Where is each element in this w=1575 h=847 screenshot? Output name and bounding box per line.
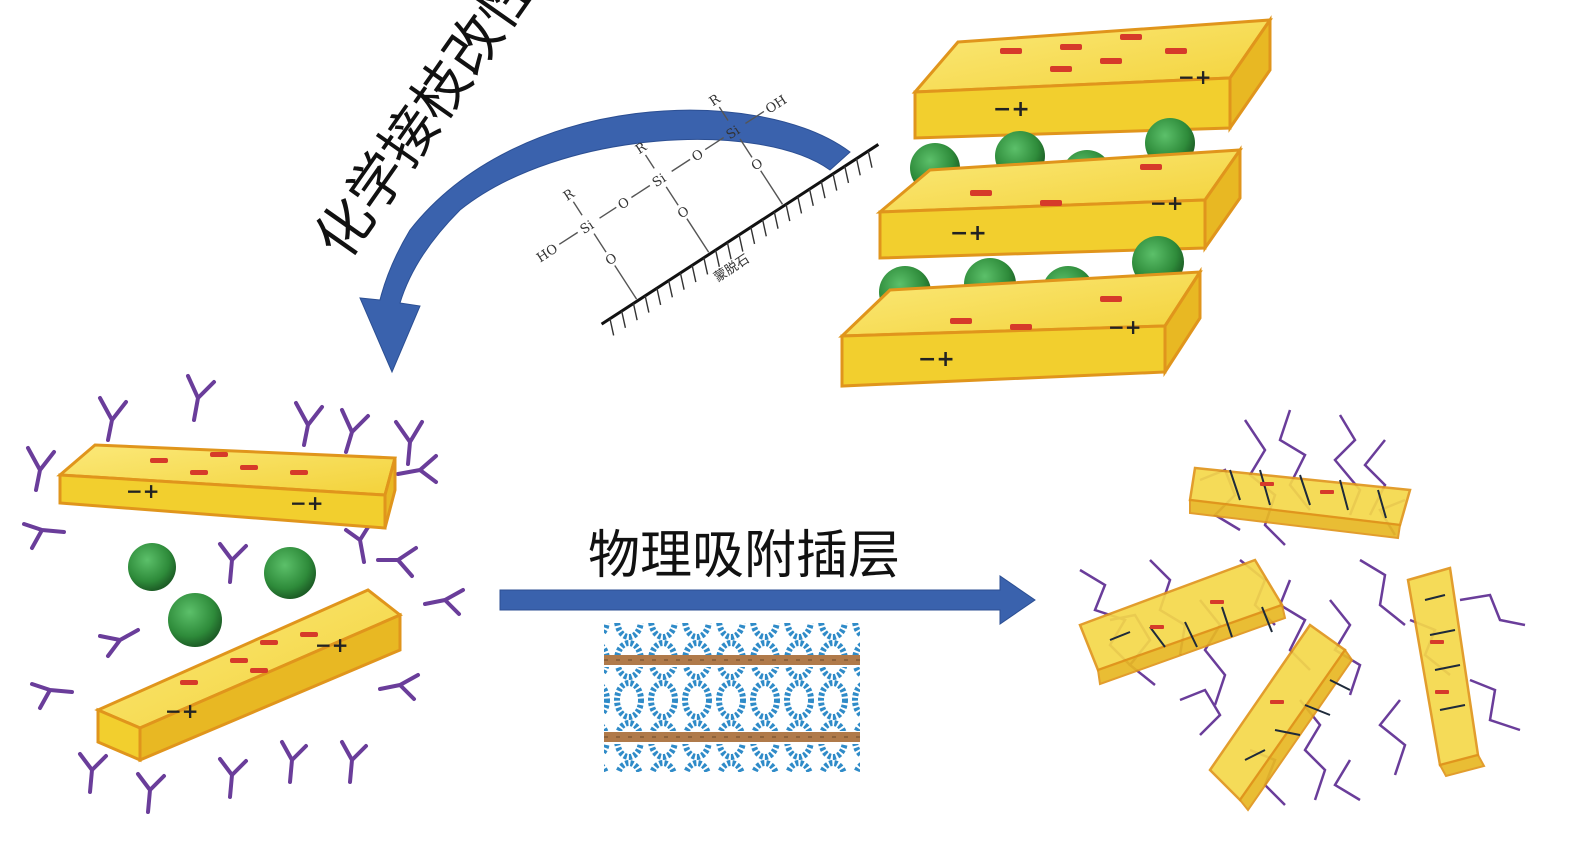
hydroxyl-right: OH [763, 93, 790, 118]
green-sphere [128, 543, 176, 591]
charge-label: −+ [918, 347, 955, 372]
clay-sheet [1078, 558, 1287, 686]
charge-label: −+ [315, 633, 349, 657]
hydroxyl-left: HO [534, 241, 561, 266]
charge-label: −+ [1150, 191, 1184, 215]
charge-label: −+ [126, 479, 160, 503]
physical-adsorption-arrow [499, 575, 1036, 625]
r-group-3: R [707, 91, 724, 110]
charge-label: −+ [1178, 65, 1212, 89]
clay-sheet: −+ −+ [875, 145, 1244, 260]
clay-sheet [1208, 623, 1354, 812]
layered-clay-stack: −+ −+ −+ −+ [838, 15, 1274, 388]
o-bridge-2: O [689, 147, 706, 165]
o-anchor-3: O [749, 156, 766, 174]
grafted-chains [22, 374, 465, 814]
charge-label: −+ [165, 699, 199, 723]
r-group-1: R [561, 186, 578, 205]
clay-sheet [1188, 466, 1412, 540]
clay-sheet: −+ −+ [911, 15, 1274, 140]
grafted-clay-group: −+ −+ −+ −+ [22, 374, 465, 814]
silane-structure: 蒙脱石 HO Si O [534, 91, 880, 336]
clay-sheet [1406, 566, 1486, 778]
charge-label: −+ [993, 97, 1030, 122]
charge-label: −+ [290, 491, 324, 515]
o-anchor-1: O [603, 251, 620, 269]
green-sphere [168, 593, 222, 647]
charge-label: −+ [1108, 315, 1142, 339]
exfoliated-nanocomposite [1078, 409, 1526, 812]
clay-sheet: −+ −+ [838, 266, 1203, 388]
clay-sheet: −+ −+ [56, 443, 397, 530]
intercalation-schematic [604, 623, 860, 772]
green-sphere [264, 547, 316, 599]
charge-label: −+ [950, 221, 987, 246]
physical-adsorption-label: 物理吸附插层 [588, 526, 900, 586]
clay-sheet: −+ −+ [94, 588, 403, 763]
polymer-strands [1109, 469, 1466, 761]
chemical-grafting-arrow [359, 109, 851, 374]
o-anchor-2: O [675, 204, 692, 222]
o-bridge-1: O [616, 195, 633, 213]
